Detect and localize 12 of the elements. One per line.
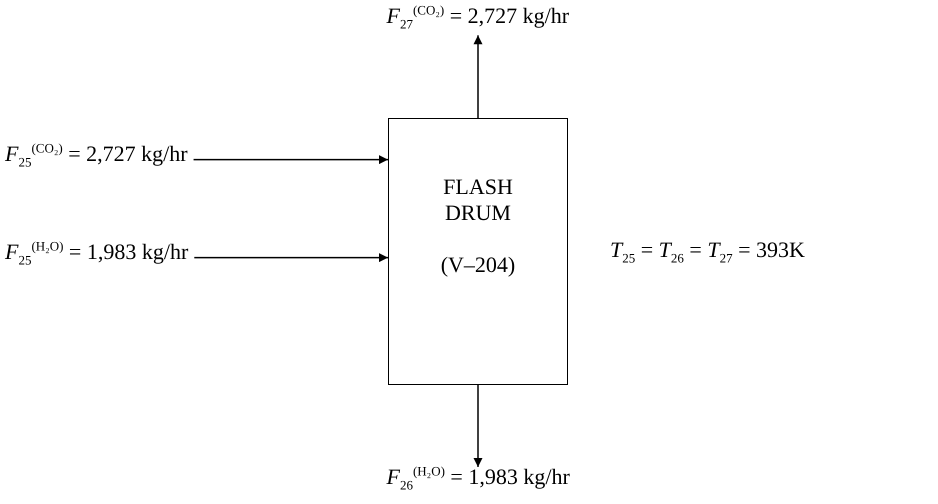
- arrow: [474, 35, 482, 118]
- unit-name: FLASH DRUM: [442, 174, 514, 226]
- arrow: [474, 385, 482, 467]
- arrow: [194, 155, 388, 164]
- process-box: [388, 118, 568, 385]
- stream-label: F$_{26}$$^{(H₂O)}$ = 1,983 kg/hr: [386, 463, 570, 494]
- stream-label: F$_{27}$$^{(CO₂)}$ = 2,727 kg/hr: [386, 2, 570, 34]
- stream-label: F$_{25}$$^{(CO₂)}$ = 2,727 kg/hr: [5, 140, 188, 172]
- arrow: [194, 253, 388, 262]
- stream-label: F$_{25}$$^{(H₂O)}$ = 1,983 kg/hr: [5, 238, 188, 270]
- unit-tag: (V–204): [440, 252, 516, 278]
- temperature-note: T$_{25}$ = T$_{26}$ = T$_{27}$ = 393K: [610, 236, 805, 268]
